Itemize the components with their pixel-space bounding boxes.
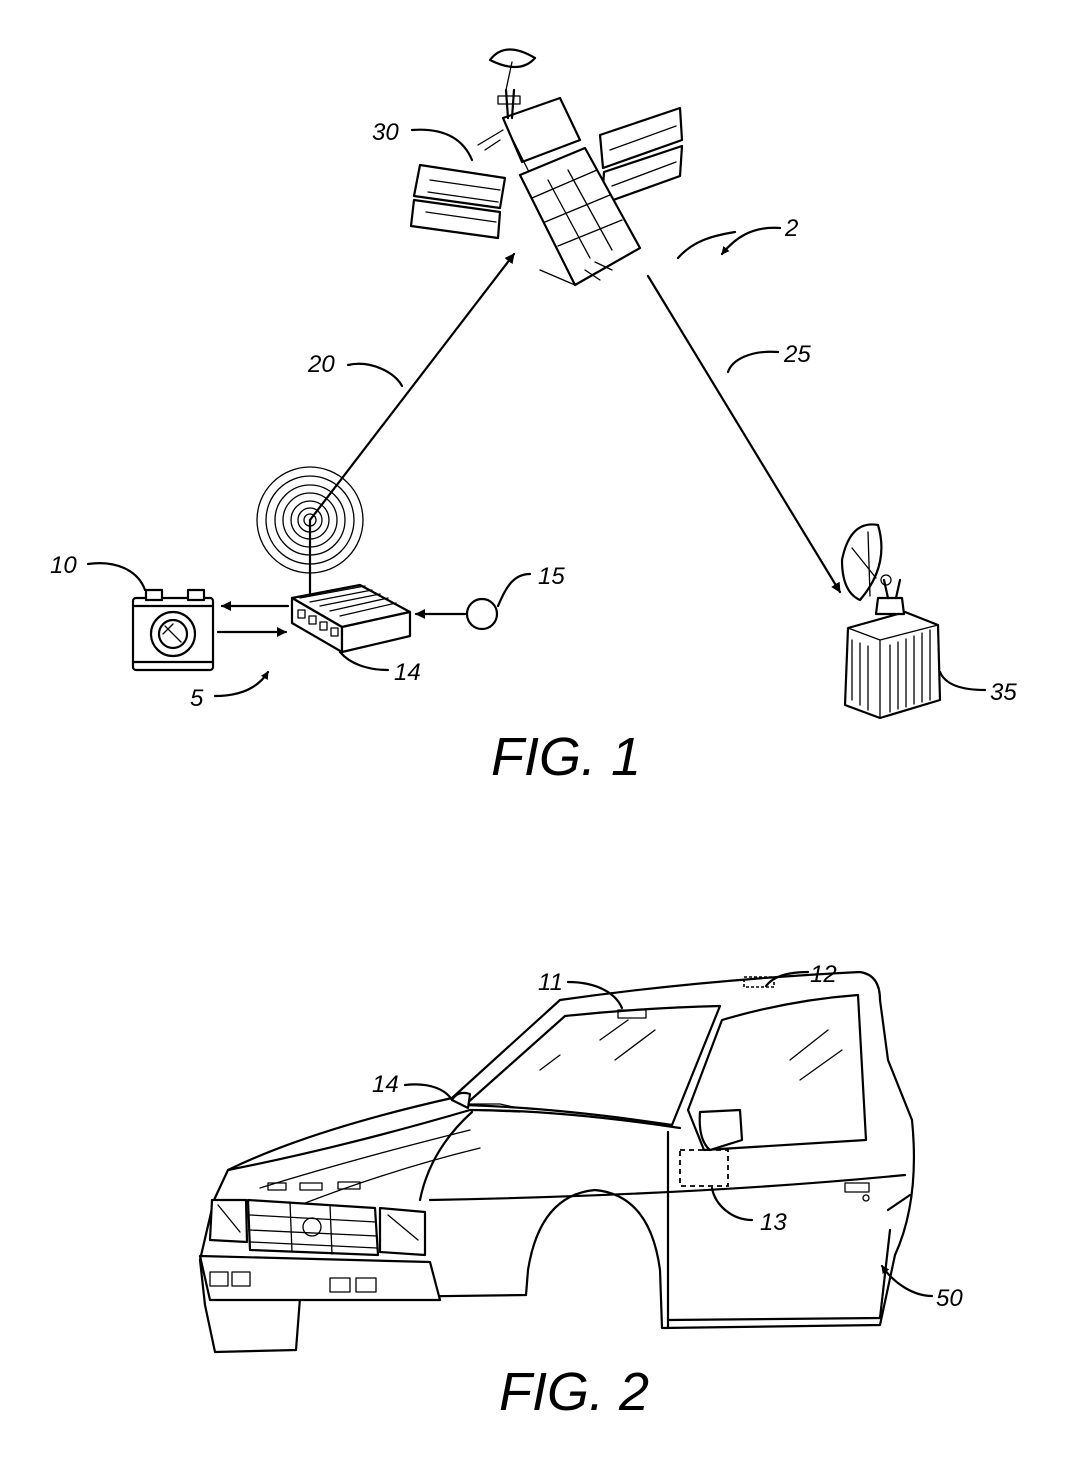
label-50: 50 [936, 1285, 963, 1312]
figure-1-caption: FIG. 1 [491, 727, 641, 787]
leader-50 [880, 1264, 934, 1298]
label-2: 2 [784, 215, 798, 242]
label-15: 15 [538, 563, 565, 590]
label-25: 25 [783, 341, 811, 368]
leader-2 [676, 230, 737, 260]
leader-14-fig2 [403, 1083, 454, 1102]
leader-11 [566, 980, 624, 1010]
satellite-icon [409, 48, 684, 287]
label-13: 13 [760, 1209, 787, 1236]
figure-1: 2 30 20 25 10 15 14 5 35 FIG. 1 [50, 48, 1017, 787]
leader-20 [346, 362, 404, 388]
label-12: 12 [810, 961, 837, 988]
label-5: 5 [190, 685, 204, 712]
leader-35 [938, 670, 987, 692]
figure-2-caption: FIG. 2 [499, 1362, 649, 1422]
leader-30 [410, 128, 474, 162]
leader-12 [764, 970, 810, 988]
label-20: 20 [307, 351, 335, 378]
transceiver-box-icon [290, 583, 412, 654]
leader-2-arrow [720, 226, 782, 256]
label-11: 11 [538, 969, 563, 996]
label-10: 10 [50, 552, 77, 579]
label-14-fig2: 14 [372, 1071, 399, 1098]
leader-5 [213, 670, 270, 698]
ground-station-dish-icon [840, 523, 942, 720]
label-30: 30 [372, 119, 399, 146]
leader-15 [496, 572, 532, 608]
vehicle-icon [198, 970, 916, 1354]
camera-icon [131, 588, 215, 672]
radio-waves-icon [256, 466, 364, 600]
figure-2: 11 12 14 13 50 FIG. 2 [198, 961, 963, 1422]
leader-10 [86, 562, 147, 592]
downlink-arrow [646, 274, 842, 594]
sensor-circle-icon [465, 597, 499, 631]
label-35: 35 [990, 679, 1017, 706]
leader-25 [726, 350, 780, 374]
leader-13 [710, 1186, 754, 1222]
leader-14-fig1 [338, 650, 390, 672]
label-14: 14 [394, 659, 421, 686]
uplink-arrow [308, 252, 516, 522]
